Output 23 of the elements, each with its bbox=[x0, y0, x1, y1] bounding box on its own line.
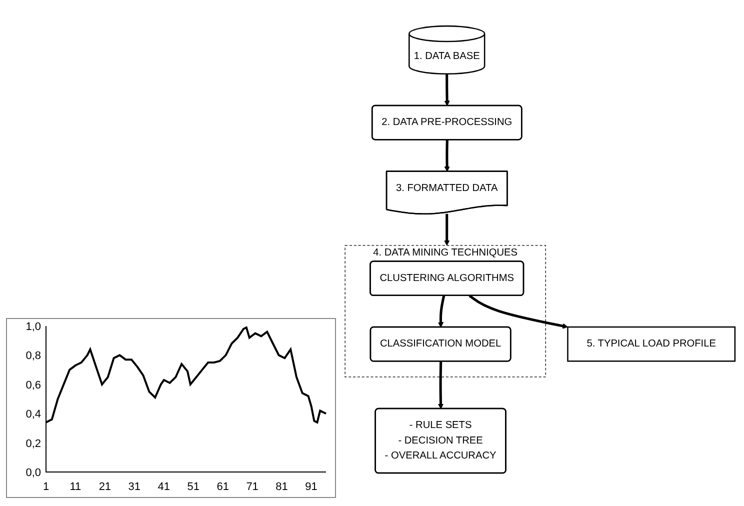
arrow bbox=[444, 140, 450, 172]
arrow bbox=[444, 74, 450, 106]
tick-label: 1,0 bbox=[26, 321, 41, 333]
tick-label: 71 bbox=[246, 481, 258, 493]
arrow bbox=[438, 362, 444, 410]
tick-label: 61 bbox=[216, 481, 229, 493]
tick-label: 41 bbox=[158, 481, 170, 493]
tick-label: 0,4 bbox=[26, 408, 41, 421]
tick-label: 11 bbox=[70, 481, 82, 493]
tick-label: 51 bbox=[187, 481, 200, 493]
tick-label: 1 bbox=[42, 481, 50, 493]
arrow bbox=[438, 296, 446, 328]
arrow bbox=[444, 214, 450, 246]
tick-label: 0,0 bbox=[26, 467, 41, 479]
tick-label: 0,2 bbox=[26, 438, 41, 450]
tick-label: 81 bbox=[276, 481, 288, 493]
tick-label: 21 bbox=[98, 481, 112, 493]
tick-label: 31 bbox=[128, 481, 141, 493]
arrow bbox=[468, 295, 568, 330]
node-box: 5. TYPICAL LOAD PROFILE bbox=[567, 326, 736, 362]
tick-label: 91 bbox=[305, 481, 318, 493]
tick-label: 0,6 bbox=[26, 379, 41, 392]
tick-label: 0,8 bbox=[26, 350, 41, 362]
